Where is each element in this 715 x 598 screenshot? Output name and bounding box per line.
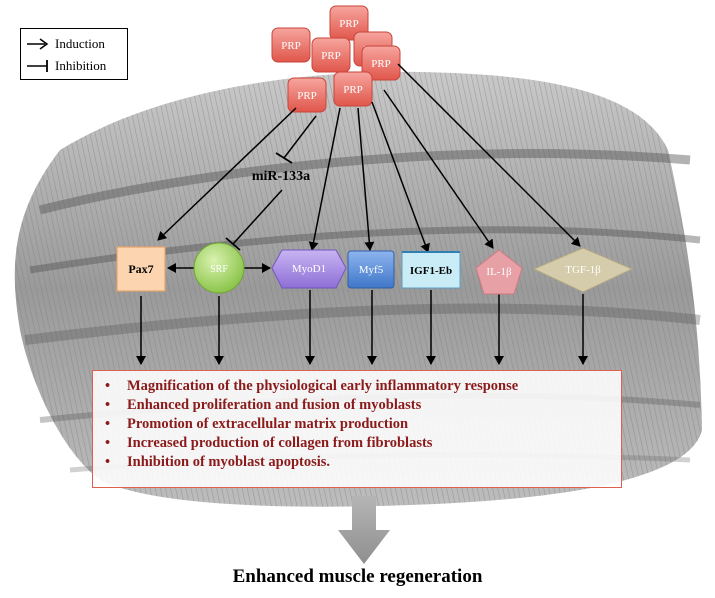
legend: Induction Inhibition <box>20 28 128 80</box>
inhibit-prp-to-mirna <box>283 115 317 159</box>
arrow-prp-to-il1b <box>383 89 494 249</box>
myod1-label: MyoD1 <box>292 263 326 275</box>
inhibit-bar-srf <box>225 237 241 251</box>
node-tgf1b: TGF-1β <box>532 247 634 293</box>
connectors <box>136 63 588 365</box>
tgf1b-label: TGF-1β <box>565 264 601 276</box>
pax7-label: Pax7 <box>128 262 153 276</box>
arrow-prp-to-myod1 <box>308 107 341 251</box>
outcome-text: Magnification of the physiological early… <box>127 378 519 394</box>
prp-label: PRP <box>297 90 317 102</box>
outcome-text: Inhibition of myoblast apoptosis. <box>127 454 331 470</box>
outcome-item: • Inhibition of myoblast apoptosis. <box>105 453 621 472</box>
prp-label: PRP <box>343 84 363 96</box>
induction-arrow-icon <box>27 38 49 50</box>
induction-label: Induction <box>55 36 105 51</box>
outcome-text: Promotion of extracellular matrix produc… <box>127 416 409 432</box>
node-il1b: IL-1β <box>475 249 523 295</box>
bullet-icon: • <box>105 397 111 413</box>
outcome-item: • Enhanced proliferation and fusion of my… <box>105 396 621 415</box>
prp-label: PRP <box>339 18 359 30</box>
arrow-prp-to-pax7 <box>157 107 297 241</box>
node-myod1: MyoD1 <box>271 249 347 289</box>
prp-label: PRP <box>371 58 391 70</box>
srf-label: SRF <box>210 264 228 275</box>
node-igf1: IGF1-Eb <box>401 251 461 289</box>
outcome-text: Increased production of collagen from fi… <box>127 435 433 451</box>
node-myf5: Myf5 <box>347 250 395 289</box>
bullet-icon: • <box>105 454 111 470</box>
prp-label: PRP <box>321 50 341 62</box>
result-down-arrow <box>338 496 390 564</box>
inhibition-label: Inhibition <box>55 58 107 73</box>
bullet-icon: • <box>105 378 111 394</box>
final-outcome-label: Enhanced muscle regeneration <box>232 566 483 587</box>
prp-block: PRP <box>311 37 351 73</box>
legend-inhibition: Inhibition <box>27 58 106 74</box>
prp-block: PRP <box>361 45 401 81</box>
bullet-icon: • <box>105 416 111 432</box>
arrow-prp-to-igf1 <box>371 101 430 253</box>
node-srf: SRF <box>193 242 245 294</box>
inhibition-bar-icon <box>27 60 49 72</box>
prp-block: PRP <box>271 27 311 63</box>
il1b-label: IL-1β <box>486 266 512 278</box>
legend-induction: Induction <box>27 36 105 52</box>
outcome-item: • Magnification of the physiological earl… <box>105 377 621 396</box>
node-pax7: Pax7 <box>116 246 166 292</box>
mirna-label: miR-133a <box>252 169 310 184</box>
igf1-label: IGF1-Eb <box>410 265 452 277</box>
inhibit-mirna-to-srf <box>232 189 283 245</box>
outcome-item: • Promotion of extracellular matrix produ… <box>105 415 621 434</box>
arrow-prp-to-tgf1b <box>397 63 581 247</box>
prp-block: PRP <box>333 71 373 107</box>
outcomes-box: • Magnification of the physiological earl… <box>92 370 622 488</box>
prp-cluster: PRPPRPPRPPRPPRPPRPPRP <box>271 5 401 113</box>
inhibit-bar-mirna <box>275 152 293 164</box>
arrow-prp-to-myf5 <box>357 107 375 251</box>
bullet-icon: • <box>105 435 111 451</box>
outcome-item: • Increased production of collagen from f… <box>105 434 621 453</box>
outcome-text: Enhanced proliferation and fusion of myo… <box>127 397 422 413</box>
outcomes-list: • Magnification of the physiological earl… <box>105 377 621 472</box>
myf5-label: Myf5 <box>359 264 384 276</box>
prp-block: PRP <box>287 77 327 113</box>
prp-label: PRP <box>281 40 301 52</box>
